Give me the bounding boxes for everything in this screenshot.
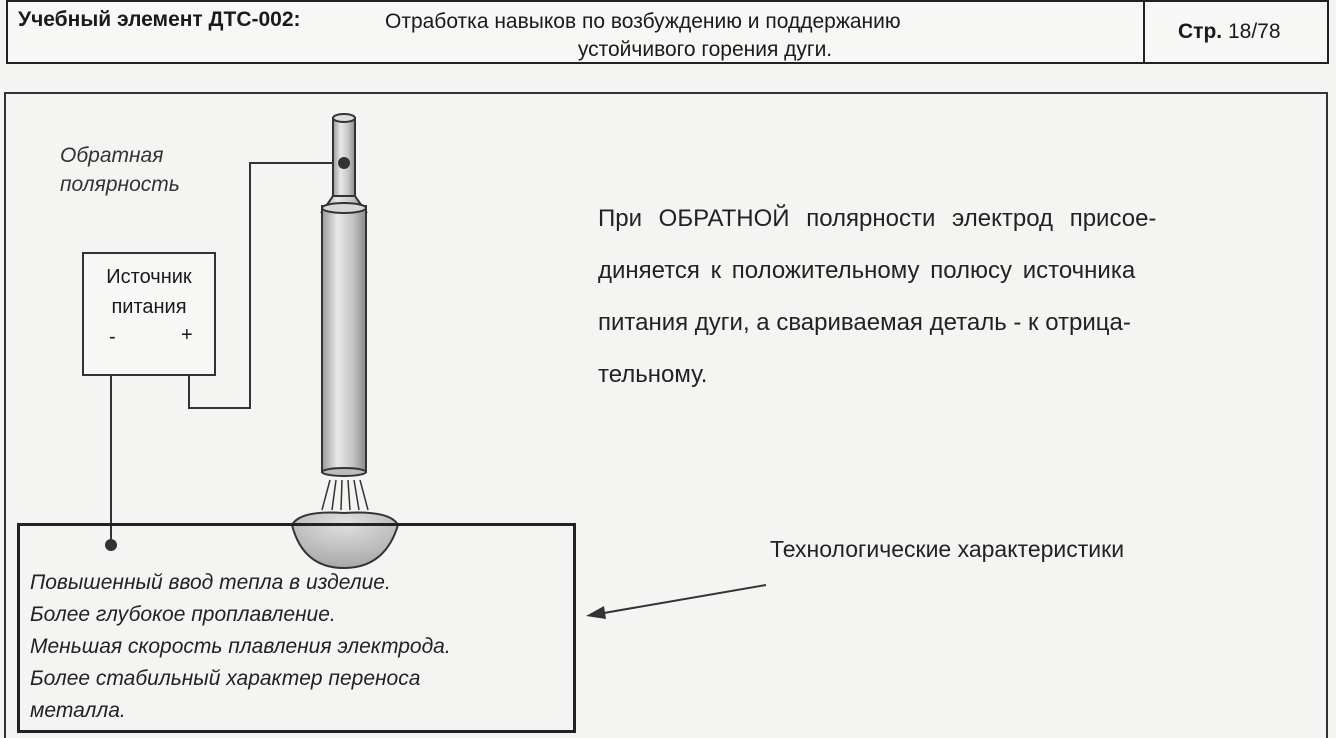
element-title-line1: Отработка навыков по возбуждению и подде… [385,10,901,33]
element-title-line2: устойчивого горения дуги. [577,38,833,61]
page-header: Учебный элемент ДТС-002: Отработка навык… [6,0,1329,64]
page-indicator: Стр. 18/78 [1178,20,1281,44]
arc [321,479,369,511]
characteristics-arrow [586,584,767,619]
power-source-box: Источник питания - + [82,252,216,376]
positive-wire [188,162,344,409]
polarity-description: При ОБРАТНОЙ полярности электрод присое-… [598,193,1266,401]
power-source-line1: Источник [106,266,192,288]
electrode [321,202,367,477]
header-divider [1143,2,1145,62]
workpiece-box [17,523,576,733]
description-line4: тельному. [598,361,708,388]
polarity-label-line1: Обратная [60,144,164,167]
minus-sign: - [109,326,116,348]
description-line3: питания дуги, а свариваемая деталь - к о… [598,309,1131,336]
page-prefix: Стр. [1178,20,1223,43]
element-title: Отработка навыков по возбуждению и подде… [385,8,1025,64]
characteristics-list: Повышенный ввод тепла в изделие. Более г… [30,567,451,727]
element-label: Учебный элемент ДТС-002: [18,8,301,31]
holder-terminal [338,157,350,169]
characteristics-title: Технологические характеристики [770,536,1125,562]
polarity-label: Обратная полярность [60,141,180,199]
page-number: 18/78 [1227,20,1281,43]
characteristic-item: Более стабильный характер переноса [30,667,421,690]
characteristic-item: Более глубокое проплавление. [30,603,336,626]
polarity-label-line2: полярность [60,173,180,196]
content-frame [4,92,1328,738]
power-source-label: Источник питания [84,262,214,322]
characteristic-item: Повышенный ввод тепла в изделие. [30,571,391,594]
plus-sign: + [181,324,193,346]
description-line2: диняется к положительному полюсу источни… [598,257,1136,284]
description-line1: При ОБРАТНОЙ полярности электрод присое- [598,205,1157,232]
workpiece-terminal [105,539,117,551]
characteristic-item: Меньшая скорость плавления электрода. [30,635,451,658]
characteristic-item: металла. [30,699,126,722]
power-source-line2: питания [111,296,187,318]
